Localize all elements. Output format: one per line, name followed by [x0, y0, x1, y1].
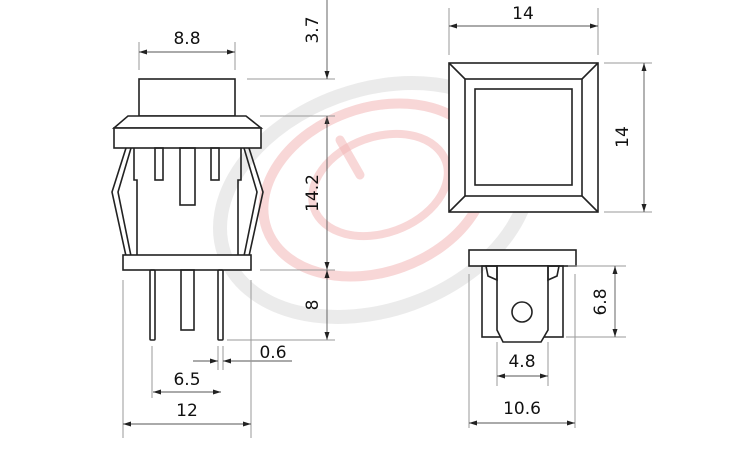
dim-cap-width: 8.8 — [173, 29, 200, 49]
base-plate — [122, 254, 252, 271]
bezel — [113, 127, 262, 149]
side-view: 8.8 3.7 14.2 8 0.6 6.5 — [111, 0, 335, 438]
dim-body-width: 12 — [176, 401, 198, 421]
dim-end-width: 10.6 — [503, 399, 541, 419]
end-bezel — [468, 249, 577, 267]
dim-terminal-width: 4.8 — [508, 352, 535, 372]
dim-top-width: 14 — [512, 4, 534, 24]
dim-cap-height: 3.7 — [303, 16, 323, 43]
dim-top-height: 14 — [613, 126, 633, 148]
bezel-top — [111, 115, 264, 129]
dim-pin-thickness: 0.6 — [259, 343, 286, 363]
pin-right — [217, 269, 224, 341]
pin-left — [149, 269, 156, 341]
dim-body-height: 14.2 — [303, 174, 323, 212]
pin-center — [180, 269, 195, 331]
top-cap-face — [474, 88, 573, 186]
top-bezel-inner — [464, 78, 583, 197]
button-cap — [138, 78, 236, 117]
bottom-view: 6.8 4.8 10.6 — [468, 249, 626, 428]
terminal-hole — [511, 301, 533, 323]
end-terminal — [496, 265, 549, 343]
dim-pin-length: 8 — [303, 300, 323, 311]
top-view: 14 14 — [448, 4, 652, 213]
dim-end-height: 6.8 — [591, 288, 611, 315]
dim-pin-spacing: 6.5 — [173, 370, 200, 390]
top-bezel-outer — [448, 62, 599, 213]
